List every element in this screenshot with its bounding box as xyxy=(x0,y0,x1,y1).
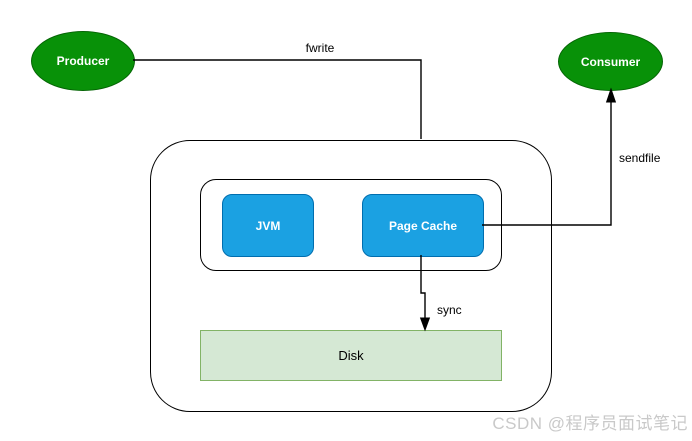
edge-label-sendfile: sendfile xyxy=(619,151,661,165)
node-page-cache-label: Page Cache xyxy=(388,218,458,233)
node-jvm-label: JVM xyxy=(255,218,281,233)
node-producer-label: Producer xyxy=(56,54,110,68)
node-consumer: Consumer xyxy=(558,32,663,91)
node-disk-label: Disk xyxy=(338,348,364,363)
node-consumer-label: Consumer xyxy=(580,54,641,69)
node-jvm: JVM xyxy=(222,194,314,257)
connector-fwrite xyxy=(133,59,422,139)
node-disk: Disk xyxy=(200,330,502,381)
csdn-watermark: CSDN @程序员面试笔记 xyxy=(492,414,688,433)
edge-label-fwrite: fwrite xyxy=(305,41,335,55)
broker-boundary-rect xyxy=(150,140,552,412)
node-page-cache: Page Cache xyxy=(362,194,484,257)
node-producer: Producer xyxy=(31,31,135,91)
edge-label-sync: sync xyxy=(437,303,462,317)
